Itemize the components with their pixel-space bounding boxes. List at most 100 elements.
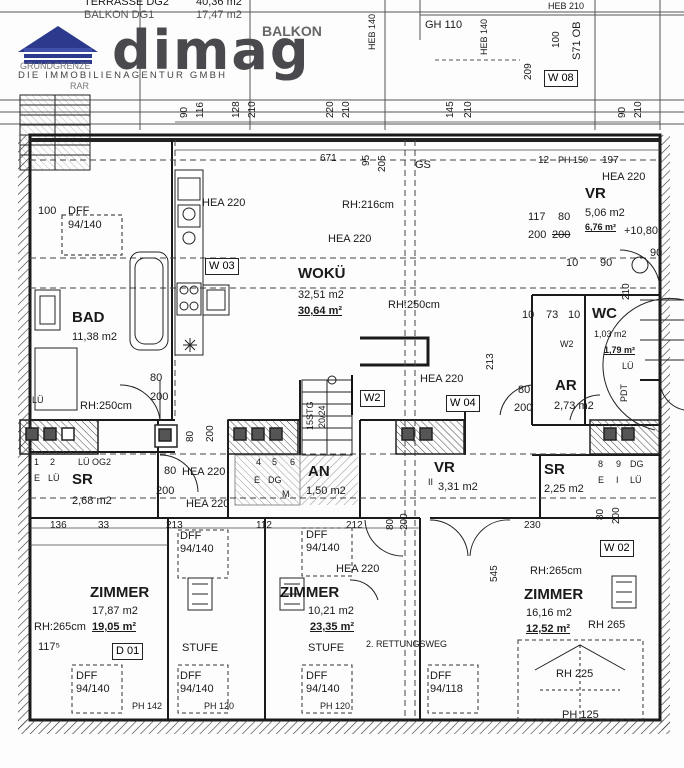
dim-210d: 210: [633, 101, 644, 118]
rar-label: RAR: [70, 81, 90, 91]
room-area2-woku: 30,64 m²: [298, 305, 343, 317]
room-area-woku: 32,51 m2: [298, 289, 344, 301]
dim-80e: 80: [185, 430, 196, 442]
room-area2-wc: 1,79 m²: [604, 345, 636, 355]
beam-hea-sr1: HEA 220: [182, 466, 226, 478]
shafts: [19, 419, 661, 455]
beam-hea-mid: HEA 220: [420, 373, 464, 385]
room-name-sr-left: SR: [72, 471, 93, 488]
heb140-right-label: HEB 140: [479, 18, 489, 55]
room-height3-zimmer-3: RH 225: [556, 668, 594, 680]
window-icons: [187, 575, 637, 611]
dim-210e: 210: [621, 283, 632, 300]
dim-10a: 10: [566, 257, 579, 269]
roof-ridge: [534, 644, 626, 720]
sr-right-code-dg: DG: [630, 459, 644, 469]
room-height2-zimmer-3: RH 265: [588, 619, 626, 631]
dim-12: 12: [538, 155, 550, 166]
beam-hea-sr2: HEA 220: [186, 498, 230, 510]
dim-200e: 200: [156, 485, 175, 497]
room-area-vr-top: 5,06 m2: [585, 207, 625, 219]
room-height2-woku: RH:250cm: [388, 299, 440, 311]
room-area-vr-mid: 3,31 m2: [438, 481, 478, 493]
skylight-z3-line1: DFF: [430, 670, 452, 682]
dim-197: 197: [602, 155, 619, 166]
dim-90c: 90: [600, 257, 613, 269]
sr-left-code-1: 1: [34, 457, 40, 467]
room-area-sr-right: 2,25 m2: [544, 483, 584, 495]
room-area-ar: 2,73 m2: [554, 400, 594, 412]
room-name-sr-right: SR: [544, 461, 565, 478]
dim-212: 212: [346, 520, 363, 531]
room-height-zimmer-1: RH:265cm: [34, 621, 86, 633]
dim-200a: 200: [528, 229, 547, 241]
dim-205: 205: [377, 155, 388, 172]
logo-house-icon: [18, 26, 98, 64]
dim-209: 209: [523, 63, 534, 80]
dim-80a: 80: [558, 211, 571, 223]
dim-80f: 80: [595, 508, 606, 520]
upper-stair: [19, 94, 91, 171]
room-area2-zimmer-1: 19,05 m²: [92, 621, 137, 633]
dim-200g: 200: [611, 507, 622, 524]
window-w03: W 03: [205, 258, 239, 276]
beam-hea-woku: HEA 220: [328, 233, 372, 245]
balkon-label: BALKON: [262, 23, 322, 39]
skylight-z1c-line1: DFF: [76, 670, 98, 682]
dimension-lines: [30, 121, 660, 546]
dim-10b: 10: [522, 309, 535, 321]
dim-210a: 210: [247, 101, 258, 118]
beam-hea-zimmer: HEA 220: [336, 563, 380, 575]
stufe-2: STUFE: [308, 642, 345, 654]
room-name-an: AN: [308, 463, 330, 480]
room-area-zimmer-2: 10,21 m2: [308, 605, 354, 617]
room-area2-vr-top: 6,76 m²: [585, 222, 617, 232]
skylight-z1a-line1: DFF: [180, 530, 202, 542]
dim-95: 95: [361, 154, 372, 166]
an-code-dg: DG: [268, 475, 282, 485]
sr-left-code-lu: LÜ: [48, 473, 60, 483]
window-w02: W 02: [600, 540, 634, 558]
dim-90: 90: [179, 106, 190, 118]
sr-right-code-8: 8: [598, 459, 604, 469]
dim-136: 136: [50, 520, 67, 531]
beam-hea-vr: HEA 220: [602, 171, 646, 183]
stair-steps: 15STG: [305, 401, 315, 430]
dim-213b: 213: [166, 520, 183, 531]
room-area-wc: 1,03 m2: [594, 329, 627, 339]
room-name-zimmer-1: ZIMMER: [90, 584, 150, 601]
interior-walls: [30, 140, 660, 720]
dim-90b: 90: [617, 106, 628, 118]
logo-tagline: DIE IMMOBILIENAGENTUR GMBH: [18, 70, 228, 81]
sr-right-code-e: E: [598, 475, 605, 485]
dim-671: 671: [320, 153, 337, 164]
company-logo: dimag DIE IMMOBILIENAGENTUR GMBH: [14, 20, 334, 84]
lu-og2-label: LÜ OG2: [78, 457, 112, 467]
dim-213a: 213: [485, 353, 496, 370]
lu-bad: LÜ: [32, 395, 44, 405]
room-name-bad: BAD: [72, 309, 105, 326]
an-code-5: 5: [272, 457, 278, 467]
window-w08: W 08: [544, 70, 578, 88]
beam-hea-kitchen: HEA 220: [202, 197, 246, 209]
sr-left-code-2: 2: [50, 457, 56, 467]
terrasse-label: TERRASSE DG2: [84, 0, 169, 8]
skylight-bad-line2: 94/140: [68, 219, 102, 231]
dim-210b: 210: [341, 101, 352, 118]
dim-112: 112: [256, 520, 272, 531]
skylight-z1a-line2: 94/140: [180, 543, 214, 555]
gs-label: GS: [415, 159, 431, 171]
skylight-bad-line1: DFF: [68, 205, 90, 217]
dim-100b: 100: [38, 205, 57, 217]
skylight-z2a-line2: 94/140: [306, 542, 340, 554]
thick-partition: [360, 336, 430, 367]
an-code-6: 6: [290, 457, 296, 467]
dim-200f: 200: [205, 425, 216, 442]
rettungsweg-label: 2. RETTUNGSWEG: [366, 639, 448, 649]
dim-117: 117: [528, 211, 546, 223]
grundgrenze-label: GRUNDGRENZE: [20, 61, 91, 71]
pdt-label: PDT: [619, 384, 629, 402]
room-name-zimmer-3: ZIMMER: [524, 586, 584, 603]
ph120a-label: PH 120: [204, 701, 235, 711]
